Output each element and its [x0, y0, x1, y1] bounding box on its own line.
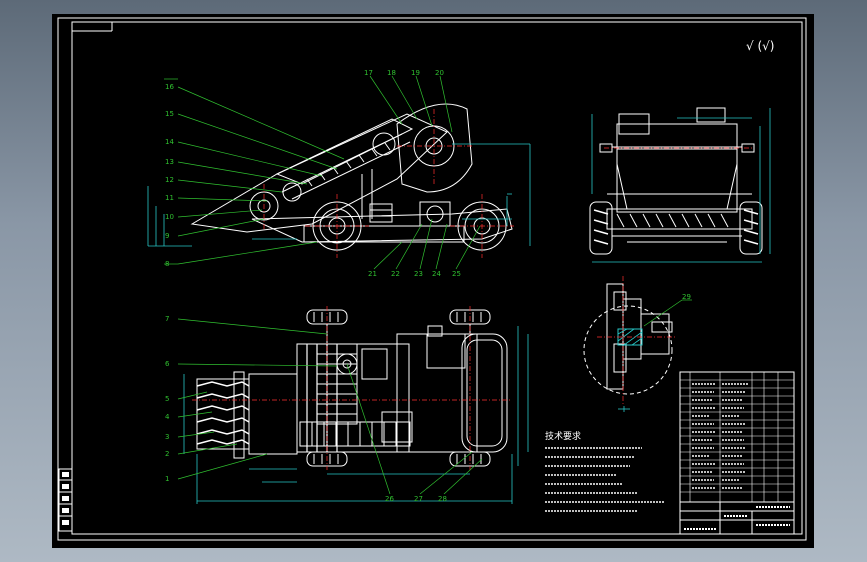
- title-block: [679, 501, 795, 535]
- conveyor-frame: [190, 113, 448, 233]
- balloon-3: 3: [165, 433, 169, 441]
- drawing-sheet: √ (√): [52, 14, 814, 548]
- balloon-11: 11: [165, 194, 174, 202]
- balloon-14: 14: [165, 138, 174, 146]
- margin-stamp-boxes: [58, 468, 73, 532]
- side-view-wheel-left: [589, 201, 613, 255]
- tech-requirements-title: 技术要求: [545, 430, 581, 442]
- roughness-mark: √ (√): [746, 39, 774, 53]
- outer-border: [57, 17, 807, 541]
- balloon-8: 8: [165, 260, 169, 268]
- balloon-4: 4: [165, 413, 170, 421]
- balloon-1: 1: [165, 475, 169, 483]
- top-view: [183, 306, 529, 504]
- parts-list: [679, 371, 795, 503]
- balloon-15: 15: [165, 110, 174, 118]
- drum-housing: [396, 103, 473, 193]
- cad-drawing: √ (√): [57, 17, 807, 541]
- balloon-28: 28: [438, 495, 447, 503]
- balloon-29: 29: [682, 293, 691, 301]
- balloon-5: 5: [165, 395, 169, 403]
- balloon-19: 19: [411, 69, 420, 77]
- balloon-21: 21: [368, 270, 377, 278]
- balloon-13: 13: [165, 158, 174, 166]
- balloon-10: 10: [165, 213, 174, 221]
- side-view: [589, 107, 771, 263]
- balloon-26: 26: [385, 495, 394, 503]
- balloon-6: 6: [165, 360, 170, 368]
- balloon-16: 16: [165, 83, 174, 91]
- detail-view: [583, 276, 692, 412]
- balloon-17: 17: [364, 69, 373, 77]
- balloon-9: 9: [165, 232, 169, 240]
- tech-requirements: 技术要求: [545, 430, 665, 512]
- balloon-27: 27: [414, 495, 423, 503]
- front-view-leaders: [164, 75, 481, 270]
- balloon-23: 23: [414, 270, 423, 278]
- balloon-18: 18: [387, 69, 396, 77]
- inner-border: [71, 21, 803, 535]
- balloon-24: 24: [432, 270, 441, 278]
- balloon-7: 7: [165, 315, 169, 323]
- balloon-25: 25: [452, 270, 461, 278]
- top-view-leaders: [177, 318, 483, 495]
- balloon-12: 12: [165, 176, 174, 184]
- balloon-2: 2: [165, 450, 169, 458]
- balloon-22: 22: [391, 270, 400, 278]
- balloon-20: 20: [435, 69, 444, 77]
- side-view-wheel-right: [739, 201, 763, 255]
- front-view: [147, 103, 531, 258]
